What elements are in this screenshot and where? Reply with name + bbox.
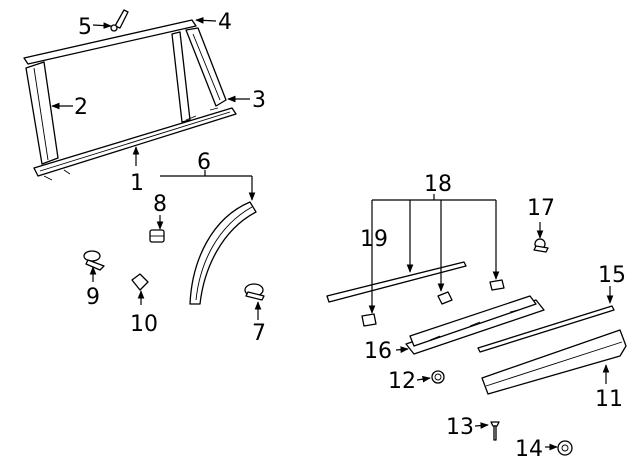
- callout-labels: 1 2 3 4 5 6 7 8 9 10 11 12 13 14 15 16 1…: [74, 10, 626, 462]
- callout-11: 11: [595, 387, 623, 412]
- screw-part-5: [110, 9, 129, 32]
- callout-13: 13: [446, 415, 474, 440]
- callout-4: 4: [218, 10, 232, 35]
- clip-part-8: [149, 229, 165, 243]
- rocker-molding-part-11: [481, 329, 627, 395]
- clip-part-7: [244, 283, 265, 301]
- callout-10: 10: [130, 312, 158, 337]
- callout-6: 6: [197, 150, 211, 175]
- callout-15: 15: [598, 263, 626, 288]
- nut-part-14: [557, 440, 573, 456]
- window-frame-molding-assembly: [23, 19, 237, 181]
- wheel-arch-molding: [189, 201, 257, 305]
- screw-part-13: [490, 421, 500, 441]
- callout-14: 14: [515, 437, 543, 462]
- callout-16: 16: [364, 339, 392, 364]
- clips-part-18: [437, 279, 505, 305]
- callout-8: 8: [153, 192, 167, 217]
- callout-3: 3: [252, 88, 266, 113]
- callout-7: 7: [252, 321, 266, 346]
- clip-part-17: [533, 238, 549, 253]
- callout-2: 2: [74, 95, 88, 120]
- callout-19: 19: [360, 227, 388, 252]
- leader-lines: [51, 17, 614, 451]
- thin-rocker-molding: [326, 261, 467, 303]
- thin-molding-part-15: [477, 305, 615, 353]
- clip-part-9: [83, 250, 105, 271]
- callout-1: 1: [130, 171, 144, 196]
- callout-5: 5: [78, 15, 92, 40]
- clip-part-19: [361, 313, 377, 327]
- rocker-bracket-part-16: [405, 295, 545, 355]
- callout-12: 12: [388, 369, 416, 394]
- fastener-part-12: [431, 370, 445, 384]
- grommet-part-10: [131, 273, 149, 291]
- callout-9: 9: [86, 285, 100, 310]
- callout-18: 18: [424, 172, 452, 197]
- callout-17: 17: [527, 196, 555, 221]
